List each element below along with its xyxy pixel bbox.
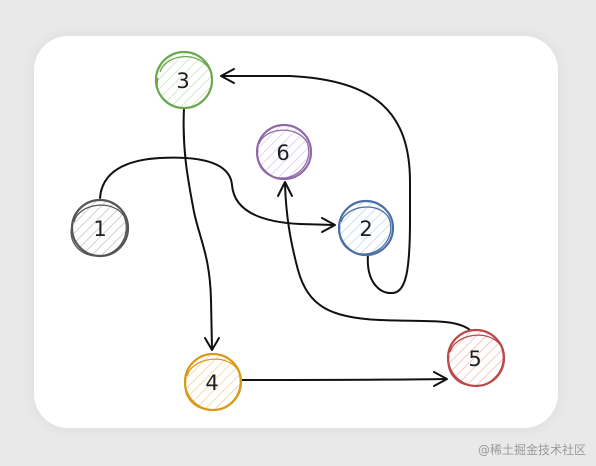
- node-5-sketch-outline: [447, 334, 504, 387]
- edge-4-to-5: [241, 378, 447, 381]
- node-1-label: 1: [93, 217, 106, 241]
- node-6-label: 6: [276, 141, 289, 165]
- node-4-label: 4: [205, 371, 218, 395]
- node-2: 2: [337, 199, 395, 257]
- node-1-sketch-outline: [70, 204, 127, 257]
- node-5-label: 5: [468, 347, 481, 371]
- edge-1-to-2-arrowhead: [321, 217, 336, 233]
- node-4-sketch-outline: [184, 358, 241, 411]
- node-4: 4: [183, 352, 243, 412]
- edge-5-to-6-arrowhead: [277, 181, 293, 197]
- edge-2-to-3: [221, 75, 411, 295]
- edge-1-to-2: [99, 156, 335, 226]
- edge-2-to-3-arrowhead: [220, 68, 235, 84]
- edge-3-to-4-arrowhead: [204, 337, 220, 351]
- node-1: 1: [70, 198, 130, 258]
- node-6-sketch-outline: [256, 129, 310, 179]
- node-2-label: 2: [359, 217, 372, 241]
- node-3-sketch-outline: [156, 56, 213, 109]
- watermark: @稀土掘金技术社区: [477, 443, 586, 457]
- node-5: 5: [446, 328, 506, 388]
- node-6: 6: [255, 123, 313, 181]
- node-3-label: 3: [176, 69, 189, 93]
- edge-4-to-5-arrowhead: [433, 371, 448, 387]
- node-3: 3: [154, 50, 214, 110]
- node-2-sketch-outline: [338, 206, 392, 255]
- edge-5-to-6: [284, 183, 471, 331]
- edge-3-to-4: [182, 107, 213, 350]
